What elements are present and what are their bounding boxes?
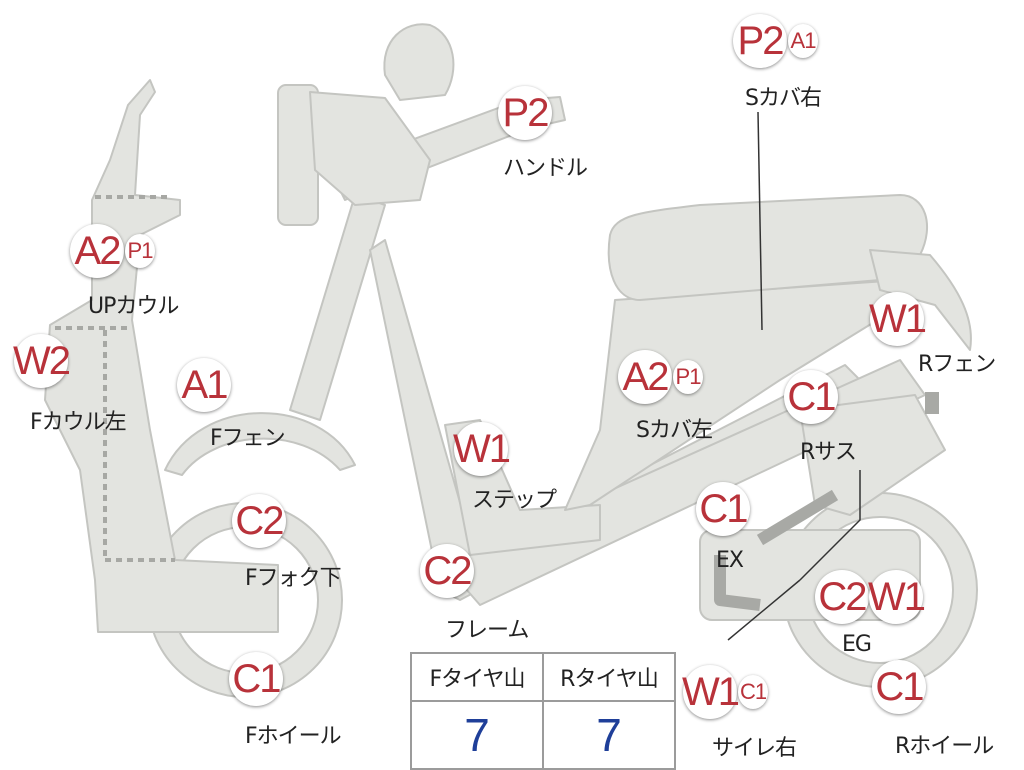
rear-tire-header: Rタイヤ山: [542, 652, 676, 702]
seat-shape: [607, 194, 929, 301]
label-scover-right: Sカバ右: [745, 86, 822, 111]
label-step: ステップ: [472, 488, 557, 513]
badge-scover-left: A2 P1: [618, 350, 703, 404]
damage-code-c1: C1: [784, 370, 838, 424]
damage-code-a1: A1: [177, 358, 231, 412]
damage-code-c2: C2: [815, 570, 869, 624]
headlight-shape: [309, 91, 431, 206]
badge-rwheel: C1: [872, 660, 926, 714]
badge-frame: C2: [420, 544, 474, 598]
damage-code-c2: C2: [420, 544, 474, 598]
damage-code-a2: A2: [618, 350, 672, 404]
badge-eg: C2 W1: [815, 570, 926, 624]
label-frame: フレーム: [445, 618, 529, 643]
badge-scover-right: P2 A1: [733, 14, 818, 68]
label-fcowl-left: Fカウル左: [30, 410, 127, 435]
front-fender-shape: [164, 412, 356, 476]
badge-upcowl: A2 P1: [70, 224, 155, 278]
damage-code-p2: P2: [733, 14, 787, 68]
badge-step: W1: [453, 422, 511, 476]
damage-code-c1: C1: [696, 482, 750, 536]
label-fwheel: Fホイール: [245, 724, 342, 749]
label-rwheel: Rホイール: [895, 734, 994, 759]
leader-line-silencer: [727, 579, 801, 641]
mirror-shape: [383, 23, 455, 101]
badge-ffender: A1: [177, 358, 231, 412]
rear-tire-value: 7: [542, 700, 676, 770]
badge-rsus: C1: [784, 370, 838, 424]
damage-code-c1: C1: [738, 675, 768, 709]
damage-code-w1: W1: [868, 570, 926, 624]
tire-tread-table: Fタイヤ山 Rタイヤ山 7 7: [410, 652, 676, 770]
damage-code-c1: C1: [872, 660, 926, 714]
damage-code-p2: P2: [498, 86, 552, 140]
damage-code-c1: C1: [229, 652, 283, 706]
label-rsus: Rサス: [800, 440, 857, 465]
damage-code-w1: W1: [453, 422, 511, 476]
damage-code-w1: W1: [682, 665, 740, 719]
badge-handle: P2: [498, 86, 552, 140]
leader-line-rsus: [799, 470, 861, 581]
label-scover-left: Sカバ左: [636, 418, 713, 443]
badge-fcowl-left: W2: [13, 334, 71, 388]
rear-suspension-shape: [799, 394, 946, 516]
silencer-end: [925, 392, 939, 414]
front-fork-shape: [289, 194, 386, 421]
damage-code-a2: A2: [70, 224, 124, 278]
tire-table-value-row: 7 7: [410, 700, 676, 770]
exhaust-pipe-shape: [756, 489, 839, 546]
label-ffender: Fフェン: [210, 426, 286, 451]
badge-ex: C1: [696, 482, 750, 536]
front-tire-header: Fタイヤ山: [410, 652, 544, 702]
front-tire-value: 7: [410, 700, 544, 770]
label-handle: ハンドル: [503, 156, 588, 181]
badge-fwheel: C1: [229, 652, 283, 706]
badge-ffork: C2: [232, 494, 286, 548]
tire-table-header-row: Fタイヤ山 Rタイヤ山: [410, 652, 676, 702]
label-ffork: Fフォク下: [245, 566, 342, 591]
label-eg: EG: [842, 632, 872, 657]
front-cowl-shape: [44, 79, 279, 633]
label-upcowl: UPカウル: [88, 294, 179, 319]
label-silencer: サイレ右: [712, 736, 797, 761]
label-rfender: Rフェン: [918, 352, 996, 377]
badge-silencer: W1 C1: [682, 665, 768, 719]
damage-code-w2: W2: [13, 334, 71, 388]
damage-code-a1: A1: [788, 24, 818, 58]
damage-code-p1: P1: [125, 234, 155, 268]
leader-line-scover-right: [757, 111, 763, 331]
damage-code-c2: C2: [232, 494, 286, 548]
badge-rfender: W1: [869, 292, 927, 346]
label-ex: EX: [716, 548, 744, 573]
damage-code-w1: W1: [869, 292, 927, 346]
exhaust-shape: [714, 555, 761, 611]
damage-code-p1: P1: [673, 360, 703, 394]
